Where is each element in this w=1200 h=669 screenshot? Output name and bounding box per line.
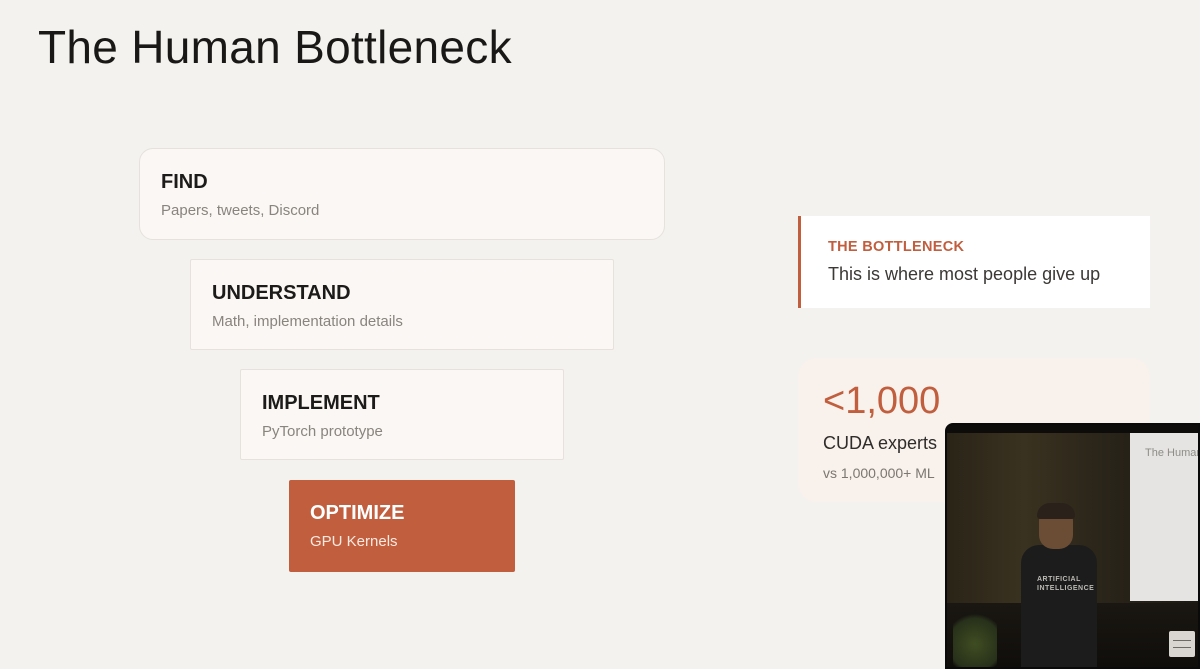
- callout-text: This is where most people give up: [828, 264, 1101, 284]
- speaker-body: ARTIFICIAL INTELLIGENCE: [1021, 545, 1097, 667]
- plant: [953, 607, 997, 667]
- speaker-video-overlay[interactable]: The Human ARTIFICIAL INTELLIGENCE: [945, 423, 1200, 669]
- step-understand: UNDERSTAND Math, implementation details: [190, 259, 614, 350]
- step-description: PyTorch prototype: [262, 423, 383, 440]
- step-label: IMPLEMENT: [262, 392, 380, 414]
- projection-screen: The Human: [1130, 433, 1200, 601]
- step-label: OPTIMIZE: [310, 502, 405, 524]
- watermark-logo-icon: [1169, 631, 1195, 657]
- step-find: FIND Papers, tweets, Discord: [139, 148, 665, 240]
- step-label: FIND: [161, 171, 208, 193]
- shirt-text: ARTIFICIAL INTELLIGENCE: [1037, 576, 1095, 592]
- bottleneck-callout: THE BOTTLENECK This is where most people…: [798, 216, 1150, 308]
- projection-screen-title: The Human: [1145, 447, 1200, 459]
- step-implement: IMPLEMENT PyTorch prototype: [240, 369, 564, 460]
- stat-label: CUDA experts: [823, 433, 938, 453]
- stat-subtext: vs 1,000,000+ ML: [823, 465, 935, 481]
- logo-mark: [1173, 640, 1191, 648]
- speaker-hair: [1037, 503, 1075, 519]
- step-description: Math, implementation details: [212, 313, 403, 330]
- step-description: Papers, tweets, Discord: [161, 202, 320, 219]
- stat-value: <1,000: [823, 380, 941, 422]
- callout-title: THE BOTTLENECK: [828, 239, 965, 255]
- step-label: UNDERSTAND: [212, 282, 351, 304]
- speaker: ARTIFICIAL INTELLIGENCE: [1017, 503, 1107, 667]
- slide-title: The Human Bottleneck: [38, 21, 512, 73]
- step-optimize: OPTIMIZE GPU Kernels: [289, 480, 515, 572]
- step-description: GPU Kernels: [310, 533, 398, 550]
